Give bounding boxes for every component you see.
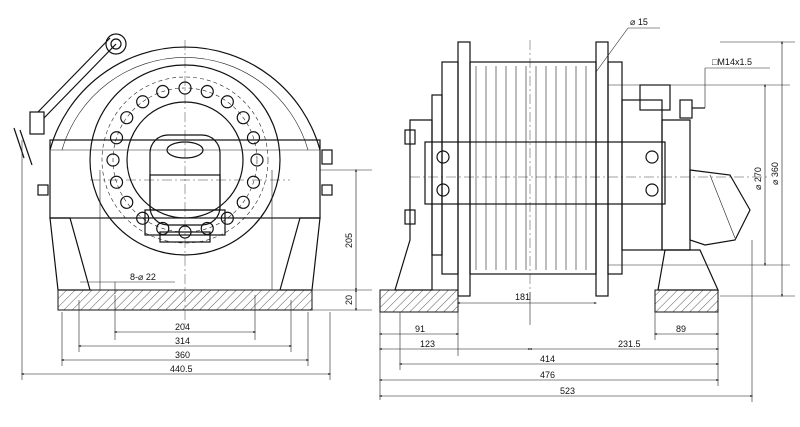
flange-bolt: [220, 95, 234, 109]
flange-bolt: [236, 195, 250, 209]
dim-314: 314: [175, 336, 190, 346]
dim-holes: 8-⌀ 22: [130, 272, 156, 282]
front-dimensions: 204 314 360 440.5 8-⌀ 22 205 20: [20, 140, 372, 380]
side-dimensions: ⌀ 15 □M14x1.5 ⌀ 270 ⌀ 360 181 91: [378, 17, 795, 402]
dim-440-5: 440.5: [170, 364, 193, 374]
dim-231-5: 231.5: [618, 339, 641, 349]
dim-204: 204: [175, 322, 190, 332]
flange-bolt: [178, 81, 192, 95]
dim-523: 523: [560, 386, 575, 396]
flange-bolt: [106, 153, 120, 167]
flange-bolt: [120, 111, 134, 125]
dim-d270: ⌀ 270: [753, 167, 763, 190]
flange-bolt: [109, 175, 124, 189]
dim-20: 20: [344, 295, 354, 305]
flange-bolt: [120, 195, 134, 209]
flange-bolt: [246, 131, 261, 145]
flange-bolt: [246, 175, 261, 189]
side-view: ⌀ 15 □M14x1.5 ⌀ 270 ⌀ 360 181 91: [378, 17, 795, 402]
front-view: 204 314 360 440.5 8-⌀ 22 205 20: [13, 33, 372, 380]
dim-123: 123: [420, 339, 435, 349]
dim-414: 414: [540, 354, 555, 364]
dim-360: 360: [175, 350, 190, 360]
dim-d15: ⌀ 15: [630, 17, 648, 27]
flange-bolt: [109, 131, 124, 145]
flange-bolt: [250, 153, 264, 167]
dim-476: 476: [540, 370, 555, 380]
dim-thread: □M14x1.5: [712, 57, 752, 67]
flange-bolt: [236, 111, 250, 125]
dim-181: 181: [515, 292, 530, 302]
flange-bolt: [200, 84, 214, 99]
dim-205: 205: [344, 233, 354, 248]
dim-91: 91: [415, 324, 425, 334]
dim-d360: ⌀ 360: [770, 162, 780, 185]
dim-89: 89: [676, 324, 686, 334]
flange-bolt: [136, 95, 150, 109]
flange-bolt: [156, 84, 170, 99]
